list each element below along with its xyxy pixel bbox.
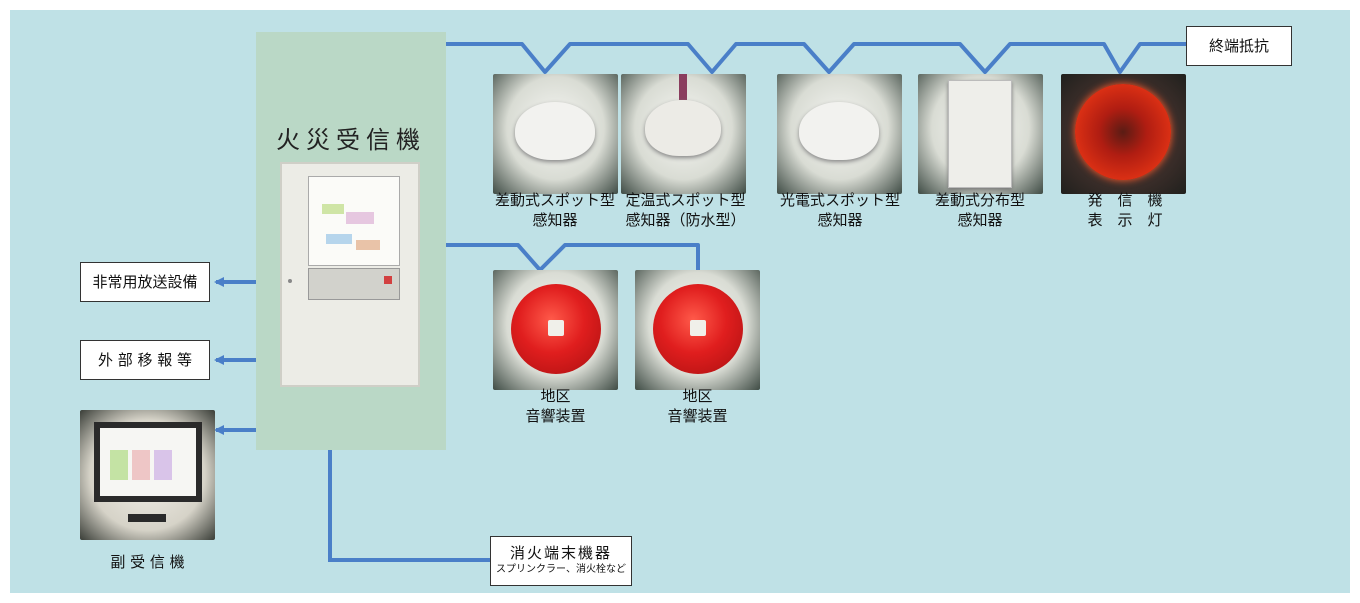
detector-image-differential-distributed	[918, 74, 1043, 194]
external-relay-label: 外 部 移 報 等	[97, 351, 193, 369]
extinguisher-label: 消火端末機器	[509, 544, 612, 562]
emergency-broadcast-box: 非常用放送設備	[80, 262, 210, 302]
extinguisher-note: スプリンクラー、消火栓など	[496, 564, 626, 575]
fire-alarm-receiver-panel: 火災受信機	[256, 32, 446, 450]
detector-image-photoelectric	[777, 74, 902, 194]
bell-image-1	[493, 270, 618, 390]
extinguisher-terminal-box: 消火端末機器 スプリンクラー、消火栓など	[490, 536, 632, 586]
emergency-broadcast-label: 非常用放送設備	[92, 273, 198, 291]
bell-bus-wire	[446, 243, 700, 272]
detector-image-differential-spot	[493, 74, 618, 194]
bell-image-2	[635, 270, 760, 390]
detector-label-differential-spot: 差動式スポット型 感知器	[494, 191, 615, 229]
sub-receiver-image	[80, 410, 215, 540]
bell-label-2: 地区 音響装置	[667, 387, 728, 425]
manual-call-point-image	[1061, 74, 1186, 194]
bell-label-1: 地区 音響装置	[525, 387, 586, 425]
sub-receiver-label: 副 受 信 機	[110, 553, 185, 571]
manual-call-point-label: 発 信 機 表 示 灯	[1087, 191, 1163, 229]
detector-bus-wire	[446, 42, 1188, 74]
receiver-title: 火災受信機	[276, 126, 426, 154]
extinguisher-wire	[328, 450, 490, 562]
external-relay-box: 外 部 移 報 等	[80, 340, 210, 380]
detector-label-photoelectric: 光電式スポット型 感知器	[779, 191, 900, 229]
terminator-label: 終端抵抗	[1208, 37, 1269, 55]
terminator-box: 終端抵抗	[1186, 26, 1292, 66]
detector-label-fixed-temperature: 定温式スポット型 感知器（防水型）	[625, 191, 746, 229]
detector-label-differential-distributed: 差動式分布型 感知器	[934, 191, 1025, 229]
receiver-cabinet-image	[280, 162, 420, 387]
detector-image-fixed-temperature	[621, 74, 746, 194]
